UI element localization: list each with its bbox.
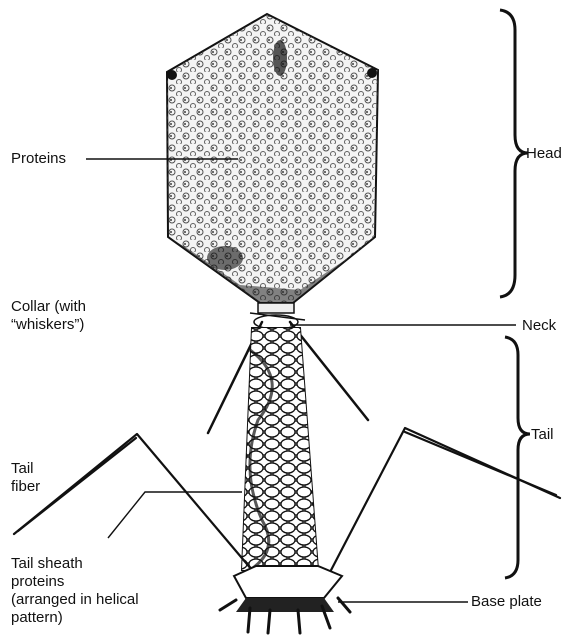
tail-bracket — [505, 337, 530, 578]
head-bracket — [500, 10, 528, 297]
label-collar: Collar (with “whiskers”) — [11, 298, 86, 334]
label-proteins: Proteins — [11, 150, 66, 168]
label-tail: Tail — [531, 426, 554, 444]
label-tail-sheath: Tail sheath proteins (arranged in helica… — [11, 555, 139, 627]
label-tail-fiber: Tail fiber — [11, 460, 40, 496]
tail-sheath — [242, 328, 318, 570]
label-head: Head — [526, 145, 562, 163]
base-plate — [220, 566, 350, 633]
label-neck: Neck — [522, 317, 556, 335]
label-base-plate: Base plate — [471, 593, 542, 611]
